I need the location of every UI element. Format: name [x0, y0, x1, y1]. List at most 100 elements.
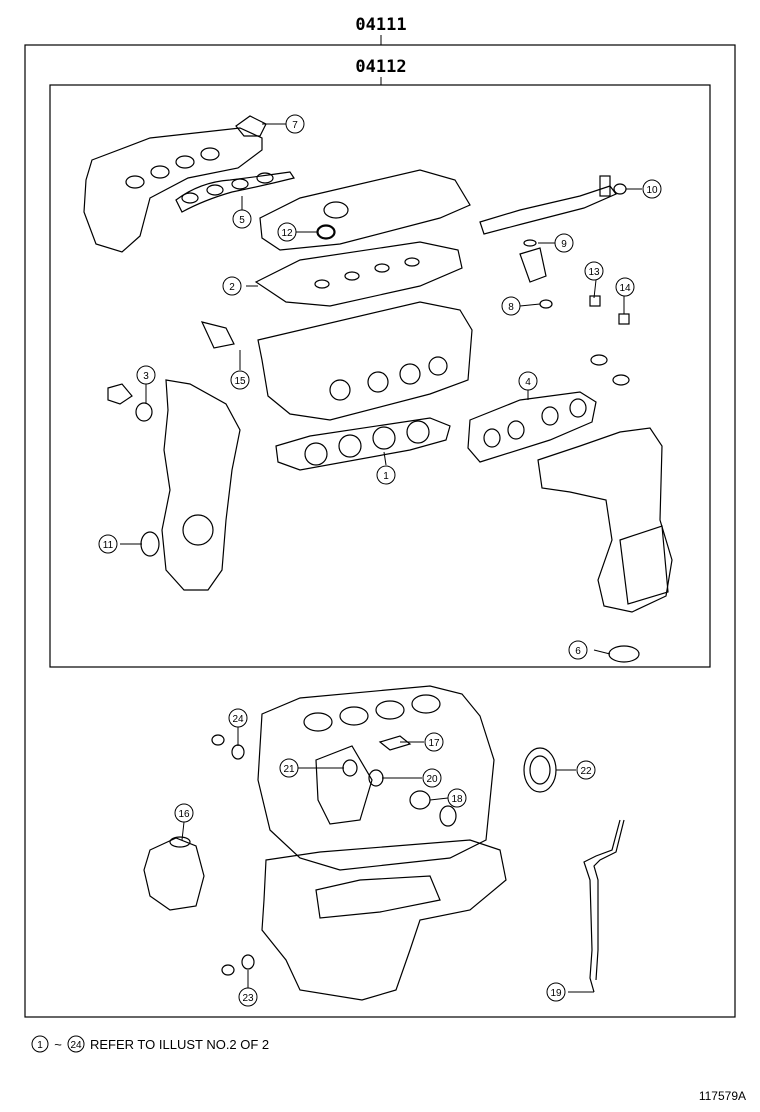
callout-circle: [518, 371, 538, 391]
callout-20: 20: [422, 768, 442, 788]
callout-24: 24: [228, 708, 248, 728]
part-2-cover-gasket: [254, 241, 463, 307]
callout-circle: [615, 277, 635, 297]
callout-circle: [642, 179, 662, 199]
cylinder-head: [257, 301, 473, 421]
part-4-exhaust-gasket: [467, 391, 597, 463]
footer-note: 1 ~ 24 REFER TO ILLUST NO.2 OF 2: [31, 1035, 269, 1053]
callout-number: 3: [143, 371, 149, 382]
part-21-ring: [342, 759, 358, 777]
callout-8: 8: [501, 296, 521, 316]
callout-circle: [279, 758, 299, 778]
callout-18: 18: [447, 788, 467, 808]
callout-13: 13: [584, 261, 604, 281]
oil-pan: [261, 839, 507, 1001]
callout-21: 21: [279, 758, 299, 778]
callout-number: 20: [426, 774, 438, 785]
callout-circle: [376, 465, 396, 485]
callout-number: 6: [575, 646, 581, 657]
callout-circle: [546, 982, 566, 1002]
callout-number: 11: [103, 540, 114, 551]
callout-23: 23: [238, 987, 258, 1007]
footer-range-end: 24: [70, 1040, 82, 1051]
callout-number: 16: [178, 809, 190, 820]
timing-chain-cover: [161, 379, 241, 591]
callout-circle: [285, 114, 305, 134]
intake-manifold: [83, 127, 263, 253]
callout-number: 18: [451, 794, 463, 805]
callout-7: 7: [285, 114, 305, 134]
callout-1: 1: [376, 465, 396, 485]
intake-valve-head: [590, 354, 608, 366]
callout-9: 9: [554, 233, 574, 253]
callout-circle: [222, 276, 242, 296]
callout-19: 19: [546, 982, 566, 1002]
callout-circle: [568, 640, 588, 660]
callout-3: 3: [136, 365, 156, 385]
cylinder-head-cover: [259, 169, 471, 251]
callout-14: 14: [615, 277, 635, 297]
callout-circle: [136, 365, 156, 385]
callout-22: 22: [576, 760, 596, 780]
part-3-seal: [135, 402, 153, 422]
part-18-seal: [409, 790, 431, 810]
sensor: [200, 321, 235, 349]
illustration-id: 117579A: [699, 1089, 746, 1103]
part-7-gasket: [235, 115, 267, 137]
exhaust-valve-head: [612, 374, 630, 386]
part-22-oil-seal: [523, 747, 557, 793]
callout-circle: [447, 788, 467, 808]
callout-number: 8: [508, 302, 514, 313]
callout-10: 10: [642, 179, 662, 199]
callout-15: 15: [230, 370, 250, 390]
callout-6: 6: [568, 640, 588, 660]
callout-number: 14: [619, 283, 631, 294]
part-24-plug: [231, 744, 245, 760]
inner-kit-code: 04112: [355, 57, 406, 77]
callout-number: 4: [525, 377, 531, 388]
callout-number: 9: [561, 239, 567, 250]
callout-number: 12: [281, 228, 293, 239]
callout-number: 10: [646, 185, 658, 196]
callout-number: 21: [283, 764, 295, 775]
part-6-gasket: [608, 645, 640, 663]
callout-number: 13: [588, 267, 600, 278]
callout-number: 19: [550, 988, 562, 999]
part-23-plug: [241, 954, 255, 970]
part-17-gasket: [378, 735, 412, 751]
callout-circle: [554, 233, 574, 253]
cylinder-block: [257, 685, 495, 871]
callout-number: 23: [242, 993, 254, 1004]
callout-circle: [228, 708, 248, 728]
callout-number: 7: [292, 120, 298, 131]
callout-number: 24: [232, 714, 244, 725]
callout-16: 16: [174, 803, 194, 823]
fuel-delivery-pipe: [479, 185, 617, 235]
callout-circle: [238, 987, 258, 1007]
part-12-ring: [316, 224, 336, 240]
callout-number: 1: [383, 471, 389, 482]
footer-range-separator: ~: [54, 1037, 62, 1052]
water-pump: [143, 837, 205, 911]
callout-number: 15: [234, 376, 246, 387]
oil-level-gauge-guide: [583, 819, 621, 993]
footer-range-start: 1: [37, 1040, 43, 1051]
part-5-gasket: [175, 171, 295, 213]
callout-circle: [422, 768, 442, 788]
outer-kit-code: 04111: [355, 15, 406, 35]
callout-circle: [576, 760, 596, 780]
callout-17: 17: [424, 732, 444, 752]
callout-circle: [424, 732, 444, 752]
callout-5: 5: [232, 209, 252, 229]
callout-4: 4: [518, 371, 538, 391]
callout-12: 12: [277, 222, 297, 242]
part-16-gasket: [169, 836, 191, 848]
callout-11: 11: [98, 534, 118, 554]
callout-number: 17: [428, 738, 440, 749]
fuel-injector: [519, 247, 547, 283]
footer-reference-text: REFER TO ILLUST NO.2 OF 2: [90, 1037, 269, 1052]
callout-number: 2: [229, 282, 235, 293]
callout-circle: [98, 534, 118, 554]
